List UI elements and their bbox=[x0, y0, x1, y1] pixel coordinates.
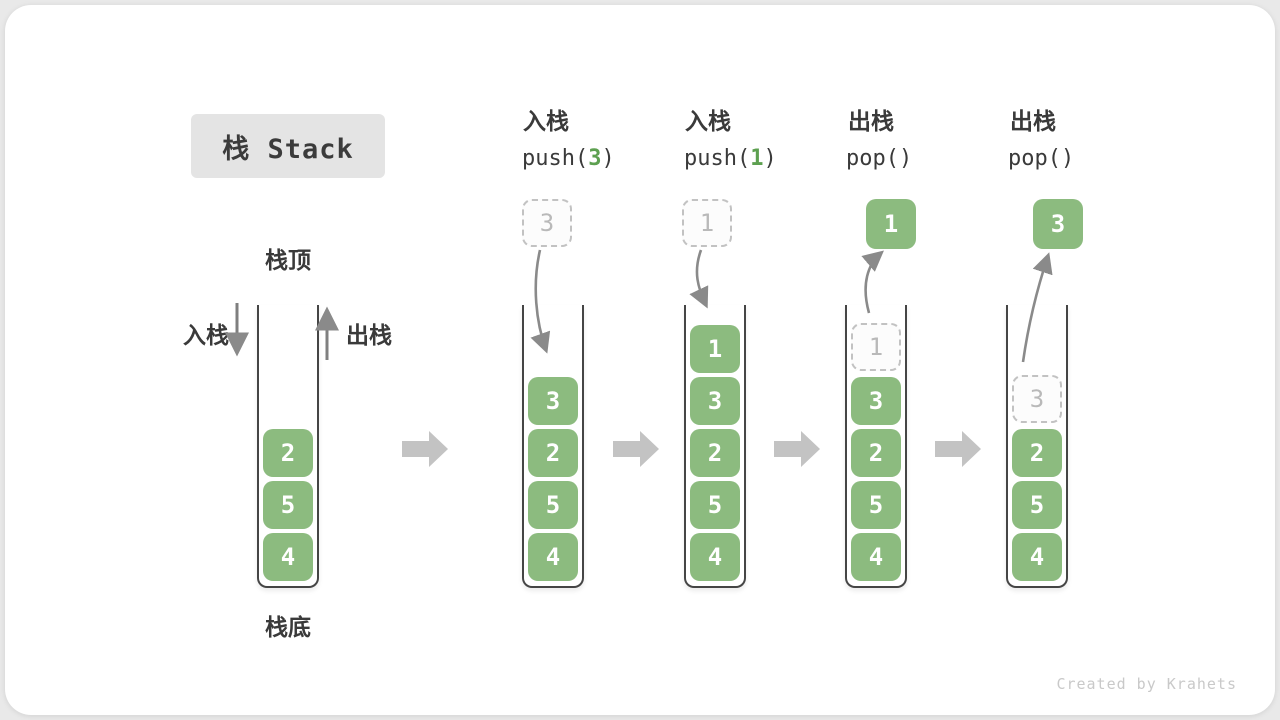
op-code-pop2: pop() bbox=[1008, 148, 1074, 170]
stack-cell: 5 bbox=[528, 481, 578, 529]
op-label-push1-cn: 入栈 bbox=[685, 109, 731, 135]
stack-container-push3 bbox=[522, 305, 584, 588]
stack-cell-ghost: 1 bbox=[851, 323, 901, 371]
op-label-pop2-cn: 出栈 bbox=[1010, 109, 1056, 135]
op-label-push3-cn: 入栈 bbox=[523, 109, 569, 135]
code-post: ) bbox=[601, 146, 615, 171]
stack-cell: 2 bbox=[1012, 429, 1062, 477]
stack-cell: 1 bbox=[690, 325, 740, 373]
diagram-card: 栈 Stack 栈顶 入栈 出栈 栈底 2 5 4 入栈 push(3) 3 3… bbox=[5, 5, 1275, 715]
stack-cell: 5 bbox=[690, 481, 740, 529]
op-code-push3: push(3) bbox=[522, 148, 615, 170]
stack-cell: 4 bbox=[851, 533, 901, 581]
op-code-pop1: pop() bbox=[846, 148, 912, 170]
stack-cell: 2 bbox=[263, 429, 313, 477]
stack-cell-ghost: 3 bbox=[1012, 375, 1062, 423]
stack-cell: 4 bbox=[263, 533, 313, 581]
stack-cell: 4 bbox=[690, 533, 740, 581]
incoming-value-box: 1 bbox=[682, 199, 732, 247]
code-pre: push( bbox=[522, 146, 589, 171]
stack-cell: 2 bbox=[851, 429, 901, 477]
op-label-pop1-cn: 出栈 bbox=[848, 109, 894, 135]
popped-value-box: 3 bbox=[1033, 199, 1083, 249]
stack-cell: 4 bbox=[1012, 533, 1062, 581]
pop-direction-label: 出栈 bbox=[346, 323, 392, 349]
diagram-title: 栈 Stack bbox=[191, 114, 385, 178]
stack-cell: 3 bbox=[690, 377, 740, 425]
push-direction-label: 入栈 bbox=[183, 323, 229, 349]
incoming-value-box: 3 bbox=[522, 199, 572, 247]
stack-container-push1 bbox=[684, 305, 746, 588]
code-arg: 1 bbox=[750, 146, 764, 171]
popped-value-box: 1 bbox=[866, 199, 916, 249]
stack-cell: 5 bbox=[263, 481, 313, 529]
stack-cell: 2 bbox=[528, 429, 578, 477]
code-arg: 3 bbox=[588, 146, 602, 171]
stack-container-pop2 bbox=[1006, 305, 1068, 588]
code-pre: pop() bbox=[1008, 146, 1075, 171]
stack-container-initial bbox=[257, 305, 319, 588]
stack-cell: 2 bbox=[690, 429, 740, 477]
code-pre: pop() bbox=[846, 146, 913, 171]
stack-bottom-label: 栈底 bbox=[265, 615, 311, 641]
op-code-push1: push(1) bbox=[684, 148, 777, 170]
stack-container-pop1 bbox=[845, 305, 907, 588]
stack-cell: 3 bbox=[851, 377, 901, 425]
watermark: Created by Krahets bbox=[1056, 675, 1237, 693]
stack-cell: 3 bbox=[528, 377, 578, 425]
code-post: ) bbox=[763, 146, 777, 171]
code-pre: push( bbox=[684, 146, 751, 171]
stack-top-label: 栈顶 bbox=[265, 248, 311, 274]
stack-cell: 5 bbox=[851, 481, 901, 529]
stack-cell: 4 bbox=[528, 533, 578, 581]
stack-cell: 5 bbox=[1012, 481, 1062, 529]
